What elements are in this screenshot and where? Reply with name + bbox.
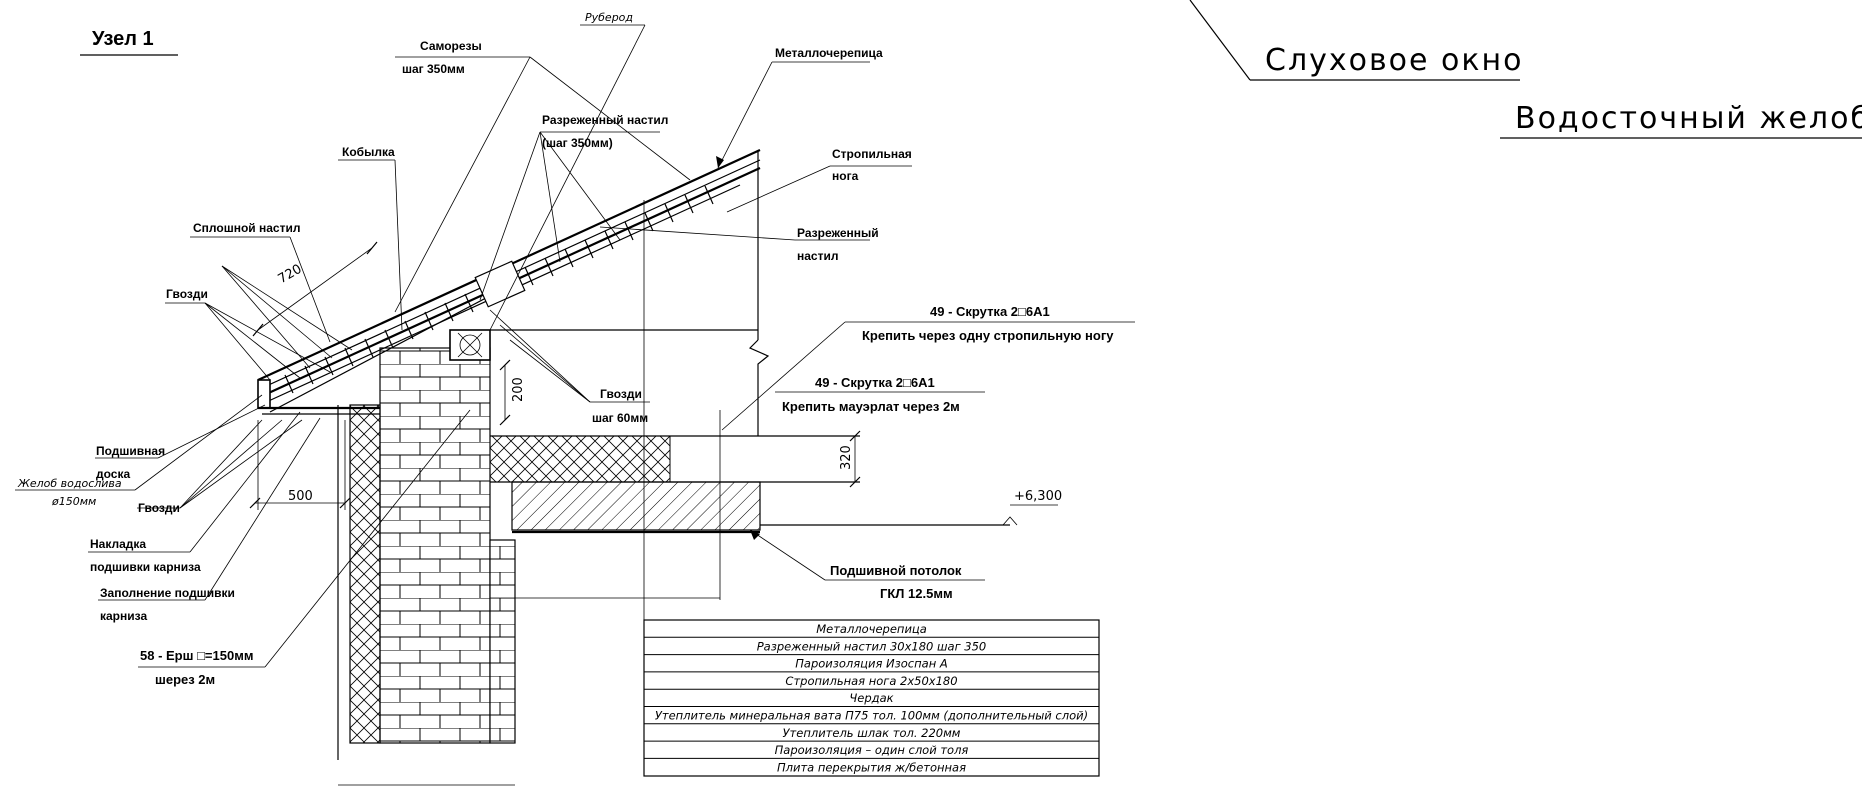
batten-ticks (284, 185, 714, 394)
label-sparse-2-1: Разреженный (797, 226, 879, 240)
label-sparse-sheathing-1: Разреженный настил (542, 113, 668, 127)
brick-wall (379, 347, 491, 744)
label-ceiling-2: ГКЛ 12.5мм (880, 586, 953, 601)
label-sparse-2-2: настил (797, 249, 838, 263)
label-soffit-board-2: доска (96, 467, 130, 481)
label-overlay-1: Накладка (90, 537, 146, 551)
legend-row: Стропильная нога 2х50х180 (785, 674, 957, 688)
legend-row: Чердак (849, 691, 893, 705)
ceiling-slab-hatch (511, 481, 761, 531)
label-rafter-1: Стропильная (832, 147, 912, 161)
label-level: +6,300 (1014, 489, 1062, 504)
drainage-gutter-label: Водосточный желоб (1515, 101, 1862, 136)
legend-row: Утеплитель шлак тол. 220мм (783, 726, 961, 740)
label-rafter-2: нога (832, 169, 859, 183)
inner-wall-lower (489, 539, 516, 744)
label-fill-2: карниза (100, 609, 147, 623)
legend-row: Утеплитель минеральная вата П75 тол. 100… (655, 709, 1088, 723)
label-nails-3: Гвозди (138, 501, 180, 515)
label-clamp-2a: 49 - Скрутка 2□6А1 (815, 375, 935, 390)
label-ruff-1: 58 - Ерш □=150мм (140, 648, 253, 663)
dim-320: 320 (839, 445, 854, 470)
slag-insulation (489, 435, 671, 483)
dimension-ticks (249, 241, 861, 509)
label-clamp-2b: Крепить мауэрлат через 2м (782, 399, 960, 414)
label-screws-1: Саморезы (420, 39, 482, 53)
kobylka-block (474, 260, 526, 308)
dim-720: 720 (276, 262, 305, 287)
wall-insulation-hatch (349, 404, 381, 744)
dim-500: 500 (288, 489, 313, 504)
dormer-leader (1189, 0, 1251, 81)
eave-fascia (257, 379, 271, 409)
mauerlat-bolt (459, 334, 481, 356)
dim-200: 200 (511, 377, 526, 402)
legend-row: Плита перекрытия ж/бетонная (777, 760, 966, 774)
label-screws-2: шаг 350мм (402, 62, 465, 76)
rafter-underside (269, 279, 521, 413)
leader-lines (15, 24, 1135, 668)
mauerlat-cross (457, 332, 483, 358)
dimension-lines (255, 247, 856, 786)
break-symbol (748, 339, 770, 436)
label-clamp-1a: 49 - Скрутка 2□6А1 (930, 304, 1050, 319)
label-kobylka: Кобылка (342, 145, 395, 159)
label-overlay-2: подшивки карниза (90, 560, 201, 574)
label-sparse-sheathing-2: (шаг 350мм) (542, 136, 613, 150)
label-solid-sheathing: Сплошной настил (193, 221, 300, 235)
label-nails-2a: Гвозди (600, 387, 642, 401)
legend-row: Металлочерепица (816, 622, 927, 636)
label-nails-1: Гвозди (166, 287, 208, 301)
label-metal-tile: Металлочерепица (775, 46, 883, 60)
label-soffit-board-1: Подшивная (96, 444, 165, 458)
dormer-window-label: Слуховое окно (1265, 43, 1523, 78)
label-nails-2b: шаг 60мм (592, 411, 648, 425)
label-fill-1: Заполнение подшивки (100, 586, 235, 600)
label-ruberoid: Руберод (585, 11, 633, 24)
label-gutter-1: Желоб водослива (17, 477, 122, 490)
label-ruff-2: шерез 2м (155, 672, 215, 687)
label-clamp-1b: Крепить через одну стропильную ногу (862, 328, 1114, 343)
layer-legend-table (643, 619, 1100, 777)
legend-row: Разреженный настил 30х180 шаг 350 (757, 639, 986, 653)
legend-row: Пароизоляция Изоспан А (795, 657, 948, 671)
label-ceiling-1: Подшивной потолок (830, 563, 962, 578)
drawing-title: Узел 1 (92, 28, 154, 50)
label-gutter-2: ø150мм (51, 495, 96, 508)
legend-row: Пароизоляция – один слой толя (775, 743, 969, 757)
